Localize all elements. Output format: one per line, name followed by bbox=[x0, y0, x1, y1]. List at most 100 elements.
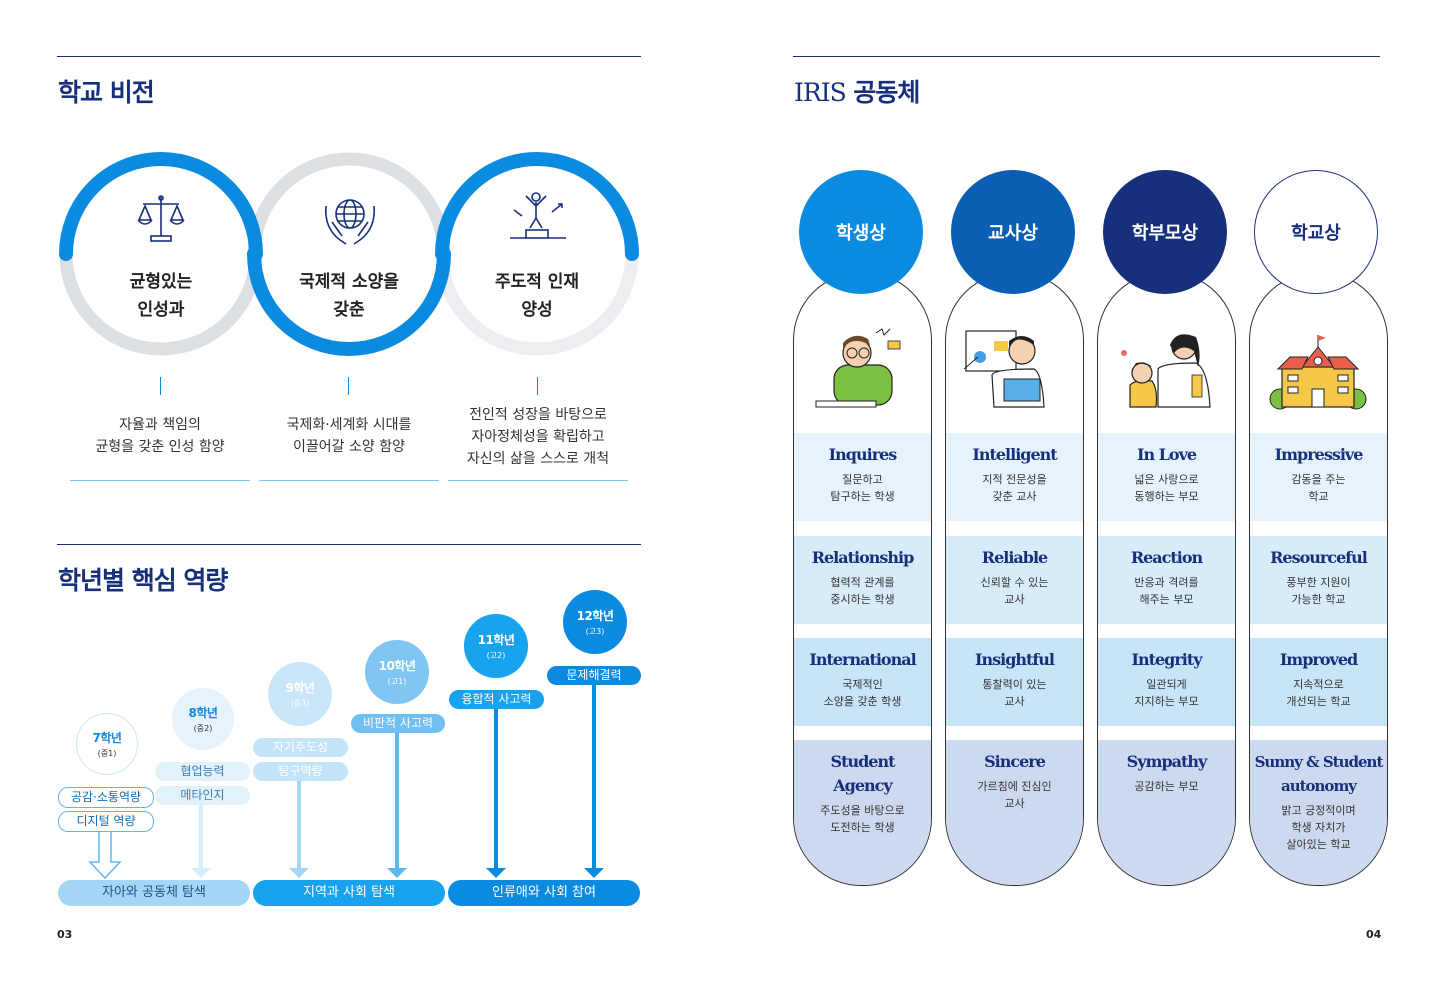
iris-title-en: IRIS bbox=[794, 78, 847, 107]
trait-cell: International 국제적인 소양을 갖춘 학생 bbox=[794, 638, 931, 726]
grade-name: 9학년 bbox=[285, 681, 315, 695]
skill-pill: 공감·소통역량 bbox=[58, 787, 154, 808]
vision-tick-2 bbox=[348, 377, 349, 395]
column-head-student: 학생상 bbox=[799, 170, 923, 294]
column-teacher: Intelligent 지적 전문성을 갖춘 교사 Reliable 신뢰할 수 있… bbox=[945, 272, 1084, 886]
trait-en: In Love bbox=[1136, 445, 1197, 464]
grade-sub: (고2) bbox=[486, 651, 506, 660]
trait-ko: 밝고 긍정적이며 학생 자치가 살아있는 학교 bbox=[1281, 804, 1356, 851]
vision-title: 학교 비전 bbox=[58, 78, 155, 107]
parent-illustration bbox=[1121, 334, 1211, 408]
grade-sub: (중1) bbox=[97, 749, 117, 758]
trait-cell: Sympathy 공감하는 부모 bbox=[1098, 740, 1235, 885]
trait-en: Impressive bbox=[1274, 445, 1364, 464]
trait-ko: 국제적인 소양을 갖춘 학생 bbox=[823, 678, 902, 708]
trait-cell: Inquires 질문하고 탐구하는 학생 bbox=[794, 433, 931, 521]
grade-sub: (고1) bbox=[387, 677, 407, 686]
grade-name: 10학년 bbox=[378, 659, 416, 673]
skill-pill: 탐구역량 bbox=[253, 762, 348, 781]
skill-pill: 디지털 역량 bbox=[58, 811, 154, 832]
trait-ko: 지속적으로 개선되는 학교 bbox=[1286, 678, 1351, 708]
trait-cell: Insightful 통찰력이 있는 교사 bbox=[946, 638, 1083, 726]
trait-cell: Relationship 협력적 관계를 중시하는 학생 bbox=[794, 536, 931, 624]
vision-label-3: 주도적 인재 양성 bbox=[494, 272, 580, 320]
vision-rings bbox=[59, 152, 639, 356]
trait-cell: Intelligent 지적 전문성을 갖춘 교사 bbox=[946, 433, 1083, 521]
stage-band-1: 자아와 공동체 탐색 bbox=[58, 880, 250, 906]
stage-band-2: 지역과 사회 탐색 bbox=[253, 880, 445, 906]
trait-en: Insightful bbox=[974, 650, 1055, 669]
trait-ko: 가르침에 진심인 교사 bbox=[977, 780, 1052, 810]
column-head-teacher: 교사상 bbox=[951, 170, 1075, 294]
trait-en: International bbox=[809, 650, 916, 669]
skill-pill: 비판적 사고력 bbox=[351, 714, 445, 733]
trait-ko: 질문하고 탐구하는 학생 bbox=[830, 473, 895, 503]
trait-cell: Resourceful 풍부한 지원이 가능한 학교 bbox=[1250, 536, 1387, 624]
grade-circle-11: 11학년 (고2) bbox=[464, 614, 528, 678]
trait-en: Inquires bbox=[828, 445, 898, 464]
section-rule-competency bbox=[57, 544, 641, 545]
skill-pill: 문제해결력 bbox=[547, 666, 641, 685]
column-parent: In Love 넓은 사랑으로 동행하는 부모 Reaction 반응과 격려를 해… bbox=[1097, 272, 1236, 886]
trait-ko: 협력적 관계를 중시하는 학생 bbox=[830, 576, 895, 606]
page-number-right: 04 bbox=[1366, 928, 1382, 941]
vision-tick-1 bbox=[160, 377, 161, 395]
skill-pill: 자기주도성 bbox=[253, 738, 348, 757]
competency-title: 학년별 핵심 역량 bbox=[58, 566, 228, 595]
trait-cell: In Love 넓은 사랑으로 동행하는 부모 bbox=[1098, 433, 1235, 521]
vision-desc-2: 국제화·세계화 시대를 이끌어갈 소양 함양 bbox=[286, 417, 412, 455]
trait-ko: 지적 전문성을 갖춘 교사 bbox=[982, 473, 1047, 503]
trait-ko: 풍부한 지원이 가능한 학교 bbox=[1286, 576, 1351, 606]
vision-desc-line-3 bbox=[448, 480, 628, 481]
iris-title-ko: 공동체 bbox=[853, 78, 920, 107]
trait-cell: Reliable 신뢰할 수 있는 교사 bbox=[946, 536, 1083, 624]
page-number-left: 03 bbox=[57, 928, 73, 941]
grade-arrows bbox=[88, 685, 604, 880]
trait-en: Resourceful bbox=[1270, 548, 1368, 567]
grade-circle-9: 9학년 (중3) bbox=[268, 662, 332, 726]
grade-name: 7학년 bbox=[92, 731, 122, 745]
trait-ko: 통찰력이 있는 교사 bbox=[982, 678, 1047, 708]
vision-desc-line-1 bbox=[70, 480, 250, 481]
grade-sub: (중2) bbox=[193, 724, 213, 733]
trait-ko: 공감하는 부모 bbox=[1134, 780, 1199, 793]
trait-en: Intelligent bbox=[972, 445, 1057, 464]
trait-cell: Improved 지속적으로 개선되는 학교 bbox=[1250, 638, 1387, 726]
grade-name: 12학년 bbox=[576, 609, 614, 623]
grade-sub: (고3) bbox=[585, 627, 605, 636]
top-rule-right bbox=[793, 56, 1380, 57]
globe-hands-icon bbox=[324, 199, 376, 245]
trait-en: Sympathy bbox=[1126, 752, 1208, 771]
trait-en: Sincere bbox=[984, 752, 1046, 771]
trait-ko: 넓은 사랑으로 동행하는 부모 bbox=[1134, 473, 1199, 503]
trait-ko: 신뢰할 수 있는 교사 bbox=[980, 576, 1049, 606]
column-head-parent: 학부모상 bbox=[1103, 170, 1227, 294]
trait-en: Reaction bbox=[1130, 548, 1203, 567]
vision-label-1: 균형있는 인성과 bbox=[129, 272, 193, 320]
trait-en: Reliable bbox=[981, 548, 1048, 567]
grade-circle-8: 8학년 (중2) bbox=[172, 688, 234, 750]
trait-cell: Sincere 가르침에 진심인 교사 bbox=[946, 740, 1083, 885]
trait-cell: Student Agency 주도성을 바탕으로 도전하는 학생 bbox=[794, 740, 931, 885]
trait-ko: 주도성을 바탕으로 도전하는 학생 bbox=[820, 804, 905, 834]
trait-ko: 반응과 격려를 해주는 부모 bbox=[1134, 576, 1199, 606]
achiever-icon bbox=[510, 192, 566, 239]
trait-en: Student Agency bbox=[830, 752, 896, 795]
trait-en: Relationship bbox=[811, 548, 915, 567]
grade-circle-10: 10학년 (고1) bbox=[365, 640, 429, 704]
skill-pill: 메타인지 bbox=[155, 786, 250, 805]
vision-tick-3 bbox=[537, 377, 538, 395]
teacher-illustration bbox=[964, 330, 1045, 408]
grade-name: 8학년 bbox=[188, 706, 218, 720]
trait-cell: Reaction 반응과 격려를 해주는 부모 bbox=[1098, 536, 1235, 624]
trait-en: Improved bbox=[1279, 650, 1358, 669]
grade-sub: (중3) bbox=[290, 699, 310, 708]
scale-icon bbox=[137, 195, 185, 242]
stage-band-3: 인류애와 사회 참여 bbox=[448, 880, 640, 906]
school-illustration bbox=[1269, 335, 1367, 410]
column-head-school: 학교상 bbox=[1254, 170, 1378, 294]
